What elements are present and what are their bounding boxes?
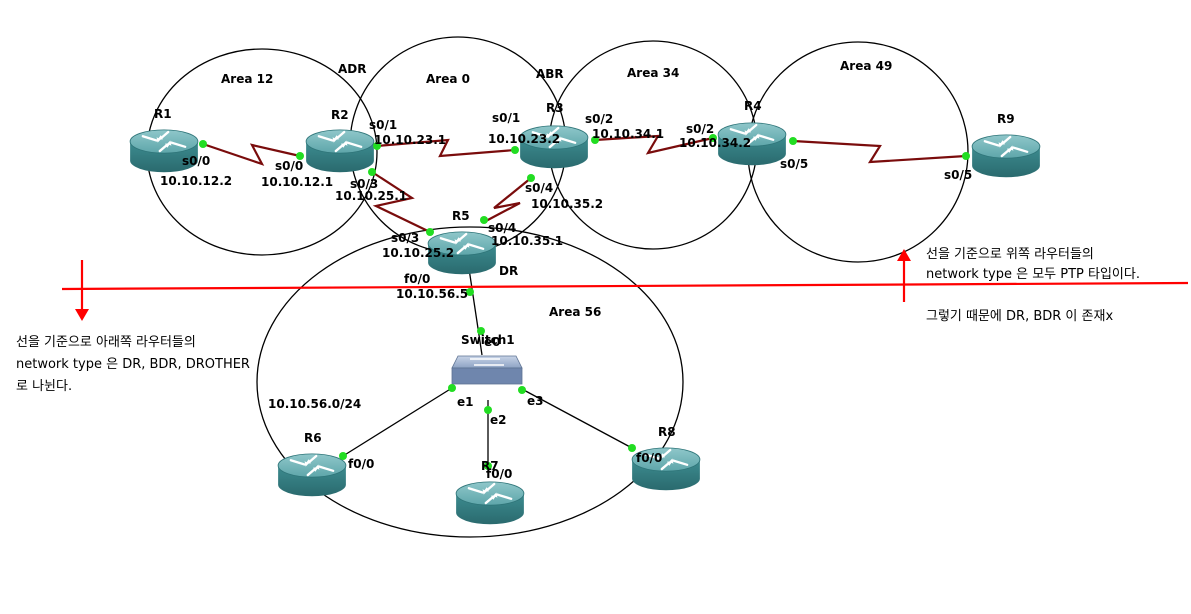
link-r1-r2 — [202, 142, 301, 166]
r3-s04-label: s0/4 — [525, 181, 553, 195]
note-above-line3: 그렇기 때문에 DR, BDR 이 존재x — [926, 309, 1113, 324]
link-r2-r5 — [371, 171, 431, 233]
area56-boundary — [256, 226, 684, 538]
switch1-name: Switch1 — [461, 333, 515, 347]
r5-ip35-label: 10.10.35.1 — [491, 234, 563, 248]
area0-label: Area 0 — [426, 72, 470, 86]
r3-ip35-label: 10.10.35.2 — [531, 197, 603, 211]
r5-s03-label: s0/3 — [391, 231, 419, 245]
r2-ip23-label: 10.10.23.1 — [374, 133, 446, 147]
area56-label: Area 56 — [549, 305, 601, 319]
router-r8-name: R8 — [658, 425, 676, 439]
r2-s01-label: s0/1 — [369, 118, 397, 132]
note-above-line1: 선을 기준으로 위쪽 라우터들의 — [926, 247, 1094, 262]
r7-f00-label: f0/0 — [486, 467, 512, 481]
router-r3-name: R3 — [546, 101, 564, 115]
r5-s04-label: s0/4 — [488, 221, 516, 235]
router-r2-icon[interactable] — [304, 128, 376, 174]
link-r3-r5 — [483, 177, 532, 223]
r3-s02-label: s0/2 — [585, 112, 613, 126]
adr-label: ADR — [338, 62, 367, 76]
r2-ip25-label: 10.10.25.1 — [335, 189, 407, 203]
link-r5-switch — [467, 261, 483, 356]
area49-label: Area 49 — [840, 59, 892, 73]
sw-e1-label: e1 — [457, 395, 474, 409]
r5-ip25-label: 10.10.25.2 — [382, 246, 454, 260]
r2-s00-label: s0/0 — [275, 159, 303, 173]
sw-e3-label: e3 — [527, 394, 544, 408]
note-below-line2: network type 은 DR, BDR, DROTHER — [16, 357, 250, 372]
abr-label: ABR — [536, 67, 564, 81]
router-r6-icon[interactable] — [276, 452, 348, 498]
note-below-line1: 선을 기준으로 아래쪽 라우터들의 — [16, 335, 196, 350]
area12-label: Area 12 — [221, 72, 273, 86]
interface-dots — [199, 134, 970, 470]
r4-s05-label: s0/5 — [780, 157, 808, 171]
router-r2-name: R2 — [331, 108, 349, 122]
link-r4-r9 — [792, 139, 967, 164]
r1-ip-label: 10.10.12.2 — [160, 174, 232, 188]
up-arrow-icon — [897, 249, 911, 302]
link-switch-r8 — [519, 387, 633, 449]
r3-ip23-label: 10.10.23.2 — [488, 132, 560, 146]
router-r5-name: R5 — [452, 209, 470, 223]
r3-ip34-label: 10.10.34.1 — [592, 127, 664, 141]
router-r6-name: R6 — [304, 431, 322, 445]
sw-e2-label: e2 — [490, 413, 507, 427]
link-r3-r4 — [594, 134, 714, 155]
r4-s02-label: s0/2 — [686, 122, 714, 136]
link-r2-r3 — [376, 138, 516, 158]
r4-ip34-label: 10.10.34.2 — [679, 136, 751, 150]
r1-s00-label: s0/0 — [182, 154, 210, 168]
dr-label: DR — [499, 264, 518, 278]
router-r9-icon[interactable] — [970, 133, 1042, 179]
note-below-line3: 로 나뉜다. — [16, 379, 72, 394]
note-above-line2: network type 은 모두 PTP 타입이다. — [926, 267, 1140, 282]
router-r7-icon[interactable] — [454, 480, 526, 526]
router-r1-name: R1 — [154, 107, 172, 121]
r9-s05-label: s0/5 — [944, 168, 972, 182]
divider-line — [61, 281, 1189, 291]
switch1-icon[interactable] — [451, 355, 523, 385]
sw-e0-label: e0 — [484, 335, 501, 349]
router-r4-name: R4 — [744, 99, 762, 113]
r5-ip56-label: 10.10.56.5 — [396, 287, 468, 301]
router-r9-name: R9 — [997, 112, 1015, 126]
r3-s01-label: s0/1 — [492, 111, 520, 125]
r6-f00-label: f0/0 — [348, 457, 374, 471]
down-arrow-icon — [75, 260, 89, 321]
r2-s03-label: s0/3 — [350, 177, 378, 191]
link-switch-r6 — [342, 387, 453, 457]
r5-f00-label: f0/0 — [404, 272, 430, 286]
r8-f00-label: f0/0 — [636, 451, 662, 465]
area34-label: Area 34 — [627, 66, 679, 80]
router-r7-name: R7 — [481, 459, 499, 473]
subnet-label: 10.10.56.0/24 — [268, 397, 361, 411]
r2-ip12-label: 10.10.12.1 — [261, 175, 333, 189]
